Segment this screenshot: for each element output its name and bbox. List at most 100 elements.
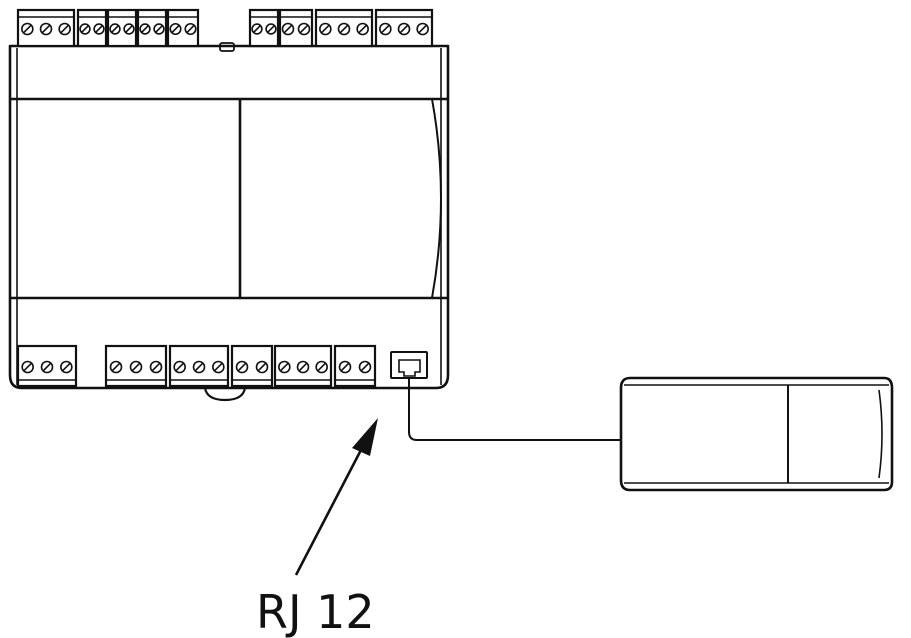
terminal-screw-slot [298,362,308,372]
terminal-screw [278,360,291,374]
bottom-terminal-block [230,344,274,388]
terminal-screw-slot [257,362,267,372]
terminal-screw [129,360,143,374]
top-terminal-block-body [166,8,200,48]
terminal-screw [281,22,295,36]
bottom-terminal-block [168,344,230,388]
terminal-screw-slot [111,25,119,33]
display-unit-end-cap [878,389,883,479]
top-terminal-block [136,8,168,48]
top-terminal-block-body [106,8,138,48]
bottom-terminal-block [333,344,377,388]
terminal-screw-slot [41,24,51,34]
terminal-screw [338,360,352,374]
terminal-screw [416,22,429,36]
terminal-screw [235,360,249,374]
rj12-cable [408,378,622,441]
terminal-screw-slot [23,24,32,34]
terminal-screw-slot [299,24,309,34]
terminal-screw [379,22,392,36]
top-terminal-block [16,8,76,48]
terminal-screw [319,22,332,36]
terminal-screw [255,360,269,374]
terminal-screw [315,360,328,374]
top-terminal-block [166,8,200,48]
terminal-screw-slot [418,24,427,34]
terminal-screw-slot [171,25,180,33]
terminal-screw-slot [95,25,103,33]
top-terminal-block-body [136,8,168,48]
terminal-screw-slot [111,362,121,372]
bottom-terminal-block [104,344,168,388]
top-terminal-block [106,8,138,48]
terminal-screw-slot [360,362,370,372]
top-terminal-block [374,8,434,48]
terminal-screw-slot [253,25,261,33]
front-cover-curve [431,98,442,299]
terminal-screw [212,360,225,374]
terminal-screw-slot [358,24,367,34]
terminal-screw-slot [340,362,350,372]
terminal-screw [337,22,351,36]
bottom-terminal-block [273,344,333,388]
terminal-screw-slot [186,25,195,33]
bottom-terminal-row [16,344,377,388]
terminal-screw-slot [214,362,223,372]
terminal-screw [153,23,165,35]
terminal-screw-slot [125,25,133,33]
top-terminal-block [248,8,280,48]
top-terminal-block [76,8,108,48]
terminal-screw [139,23,151,35]
terminal-screw [109,360,123,374]
callout-arrow-shaft [294,447,364,576]
terminal-screw [58,22,71,36]
terminal-screw-slot [283,24,293,34]
terminal-screw-slot [321,24,330,34]
terminal-screw-slot [60,24,69,34]
bottom-terminal-block [16,344,78,388]
terminal-screw [297,22,311,36]
terminal-screw [123,23,135,35]
top-terminal-block-body [248,8,280,48]
terminal-screw [356,22,369,36]
terminal-screw [192,360,206,374]
rj12-label: RJ 12 [256,585,375,638]
callout-arrow [294,418,378,576]
terminal-screw-slot [81,25,89,33]
top-terminal-row [16,8,434,48]
terminal-screw-slot [280,362,289,372]
controller-housing [8,44,450,390]
top-terminal-block [278,8,314,48]
rj12-port [390,351,428,379]
terminal-screw [173,360,186,374]
display-unit [619,376,894,492]
terminal-screw-slot [267,25,275,33]
terminal-screw [397,22,411,36]
terminal-screw [79,23,91,35]
terminal-screw-slot [175,362,184,372]
terminal-screw [21,360,34,374]
terminal-screw [169,22,182,36]
top-terminal-block [314,8,374,48]
controller-unit [8,42,450,402]
terminal-screw [39,22,53,36]
terminal-screw [40,360,54,374]
terminal-screw [21,22,34,36]
terminal-screw [184,22,197,36]
terminal-screw-slot [339,24,349,34]
terminal-screw-slot [131,362,141,372]
callout-arrow-head [352,418,378,456]
terminal-screw-slot [23,362,32,372]
terminal-screw-slot [399,24,409,34]
terminal-screw [358,360,372,374]
terminal-screw-slot [317,362,326,372]
top-terminal-block-body [76,8,108,48]
terminal-screw [109,23,121,35]
terminal-screw [251,23,263,35]
top-clip [219,42,235,52]
terminal-screw [93,23,105,35]
rj12-port-frame [390,351,428,379]
terminal-screw-slot [42,362,52,372]
terminal-screw [60,360,73,374]
